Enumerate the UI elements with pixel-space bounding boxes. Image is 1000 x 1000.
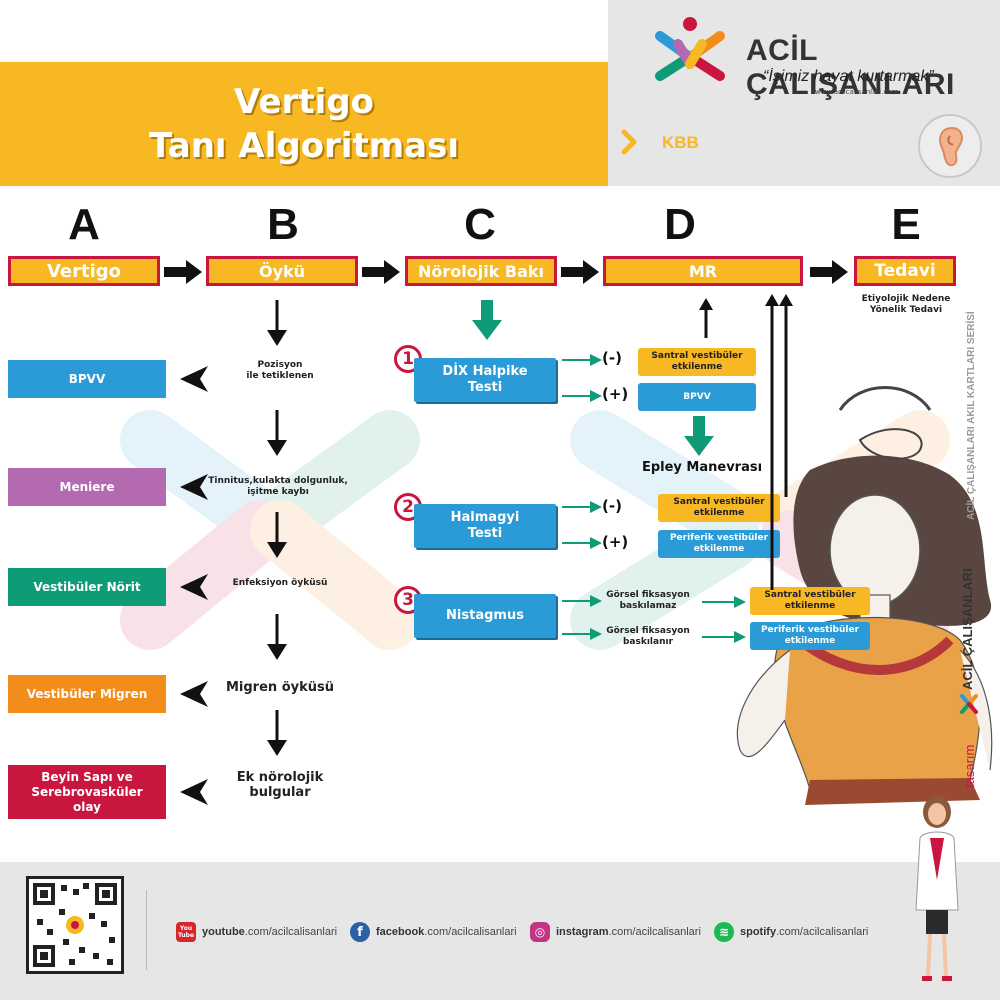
chevron-left-icon xyxy=(180,474,208,500)
negative-sign-halmagyi: (-) xyxy=(602,497,622,515)
brand-logo-icon xyxy=(655,17,725,81)
arrow-up-icon xyxy=(699,298,713,338)
dizzy-woman-illustration xyxy=(736,386,993,805)
diagnosis-vestibular-migraine: Vestibüler Migren xyxy=(8,675,166,713)
arrow-up-long-icon xyxy=(765,294,793,590)
arrow-right-icon xyxy=(810,260,848,284)
footer-bar xyxy=(0,862,1000,1000)
column-letter-b: B xyxy=(267,200,299,249)
arrow-down-icon xyxy=(267,710,287,756)
history-box: Öykü xyxy=(206,256,358,286)
history-label-tinnitus: Tinnitus,kulakta dolgunluk, işitme kaybı xyxy=(208,476,348,497)
facebook-icon: f xyxy=(350,922,370,942)
nystagmus-fixation-not-suppressed: Görsel fiksasyon baskılamaz xyxy=(606,590,690,611)
arrow-right-icon xyxy=(164,260,202,284)
column-letter-d: D xyxy=(664,200,696,249)
social-facebook[interactable]: f facebook.com/acilcalisanlari xyxy=(350,922,517,942)
doctor-illustration xyxy=(915,796,959,981)
footer-divider xyxy=(146,890,147,970)
nystagmus-fixation-suppressed: Görsel fiksasyon baskılanır xyxy=(606,626,690,647)
arrow-down-icon xyxy=(267,410,287,456)
positive-sign-dix: (+) xyxy=(602,385,629,403)
social-spotify[interactable]: ≋ spotify.com/acilcalisanlari xyxy=(714,922,868,942)
neuro-exam-box: Nörolojik Bakı xyxy=(405,256,557,286)
brand-slogan: “İşimiz hayat kurtarmak” xyxy=(763,68,934,85)
design-side-text: tasarım xyxy=(962,744,977,788)
arrow-right-icon xyxy=(362,260,400,284)
brand-url[interactable]: www.acilcalisanlari.com xyxy=(815,88,899,96)
green-arrow-right-icon xyxy=(702,596,746,608)
social-youtube[interactable]: You Tube youtube.com/acilcalisanlari xyxy=(176,922,337,942)
social-instagram[interactable]: ◎ instagram.com/acilcalisanlari xyxy=(530,922,701,942)
category-label: KBB xyxy=(662,133,699,152)
column-letter-e: E xyxy=(891,200,921,249)
chevron-left-icon xyxy=(180,779,208,805)
vertigo-box: Vertigo xyxy=(8,256,160,286)
chevron-left-icon xyxy=(180,574,208,600)
positive-sign-halmagyi: (+) xyxy=(602,533,629,551)
arrow-down-icon xyxy=(267,614,287,660)
history-label-neuro: Ek nörolojik bulgular xyxy=(236,770,324,800)
nystagmus-test: Nistagmus xyxy=(414,594,556,638)
green-arrow-right-icon xyxy=(562,501,602,513)
green-arrow-down-icon xyxy=(684,416,714,456)
chevron-left-icon xyxy=(180,681,208,707)
arrow-down-icon xyxy=(267,300,287,346)
column-letter-a: A xyxy=(68,200,100,249)
watermark-logo-icon xyxy=(120,410,420,650)
green-arrow-right-icon xyxy=(562,390,602,402)
instagram-icon: ◎ xyxy=(530,922,550,942)
diagnosis-bpvv: BPVV xyxy=(8,360,166,398)
small-logo-icon xyxy=(960,694,978,714)
qr-code-icon[interactable] xyxy=(26,876,124,974)
history-label-infection: Enfeksiyon öyküsü xyxy=(232,578,328,588)
spotify-icon: ≋ xyxy=(714,922,734,942)
series-side-text: ACİL ÇALIŞANLARI AKIL KARTLARI SERİSİ xyxy=(966,311,977,520)
epley-maneuver: Epley Manevrası xyxy=(641,460,763,475)
history-label-migraine: Migren öyküsü xyxy=(225,680,334,695)
diagnosis-vestibular-neuritis: Vestibüler Nörit xyxy=(8,568,166,606)
diagnosis-brainstem: Beyin Sapı ve Serebrovasküler olay xyxy=(8,765,166,819)
treatment-box: Tedavi xyxy=(854,256,956,286)
arrow-right-icon xyxy=(561,260,599,284)
title-band xyxy=(0,62,608,186)
green-arrow-right-icon xyxy=(562,537,602,549)
green-arrow-right-icon xyxy=(702,631,746,643)
green-arrow-right-icon xyxy=(562,595,602,607)
chevron-right-icon xyxy=(621,129,637,155)
dix-positive-result: BPVV xyxy=(638,383,756,411)
page-title: Vertigo Tanı Algoritması xyxy=(148,82,460,166)
diagnosis-meniere: Meniere xyxy=(8,468,166,506)
green-arrow-right-icon xyxy=(562,354,602,366)
history-label-positional: Pozisyon ile tetiklenen xyxy=(246,360,314,381)
brand-side-text: ACİL ÇALIŞANLARI xyxy=(960,568,975,690)
green-arrow-down-icon xyxy=(472,300,502,340)
brand-name: ACİL ÇALIŞANLARI xyxy=(746,34,955,101)
chevron-left-icon xyxy=(180,366,208,392)
mr-box: MR xyxy=(603,256,803,286)
ear-icon xyxy=(918,114,982,178)
negative-sign-dix: (-) xyxy=(602,349,622,367)
youtube-icon: You Tube xyxy=(176,922,196,942)
green-arrow-right-icon xyxy=(562,628,602,640)
arrow-down-icon xyxy=(267,512,287,558)
column-letter-c: C xyxy=(464,200,496,249)
treatment-note: Etiyolojik Nedene Yönelik Tedavi xyxy=(861,294,951,315)
